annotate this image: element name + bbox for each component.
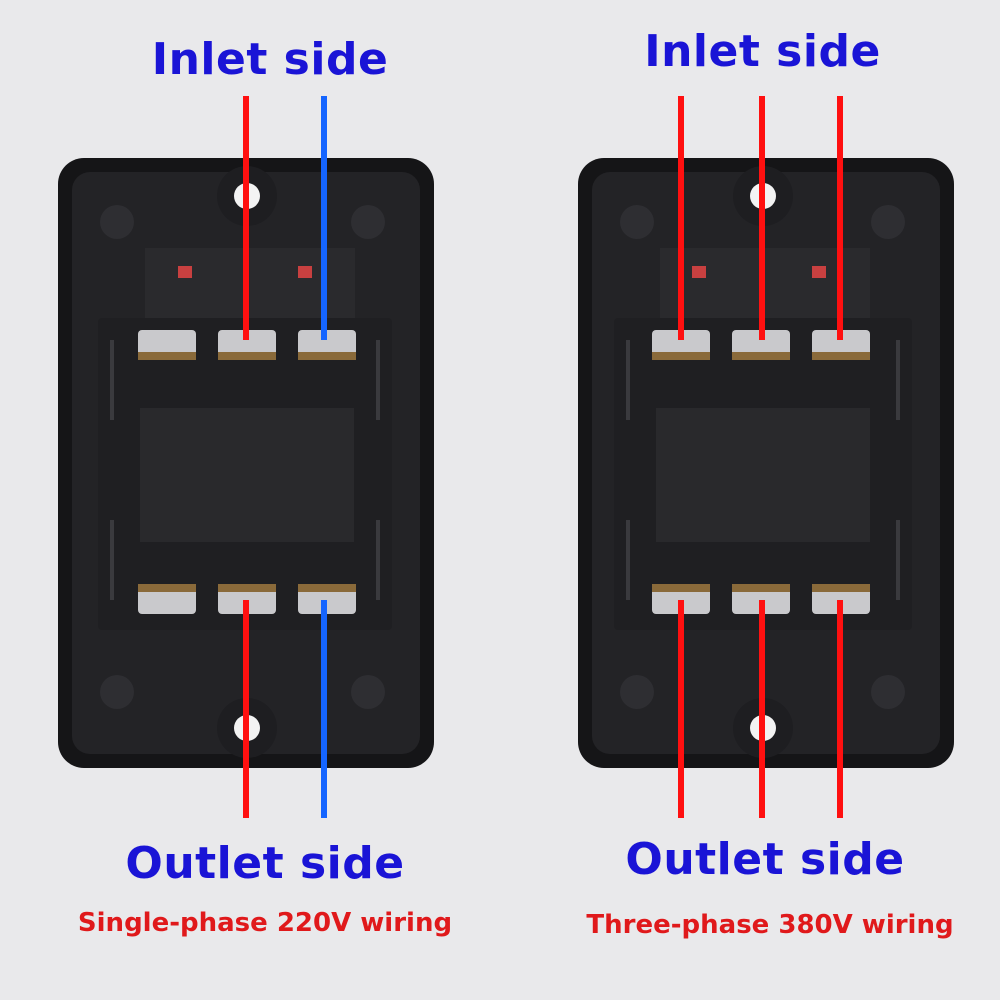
top-terminal-screws <box>652 330 870 360</box>
label-plate <box>140 408 354 542</box>
corner-dimple <box>871 675 905 709</box>
corner-dimple <box>871 205 905 239</box>
indicator-window <box>692 266 706 278</box>
switch-photo-single-phase <box>58 96 434 818</box>
corner-dimple <box>100 205 134 239</box>
corner-dimple <box>351 205 385 239</box>
corner-dimple <box>620 205 654 239</box>
indicator-window <box>178 266 192 278</box>
wiring-caption: Three-phase 380V wiring <box>586 910 954 940</box>
three-phase-panel: Inlet side Outlet side Three-phase 380V … <box>500 0 1000 1000</box>
outlet-side-label: Outlet side <box>125 838 405 889</box>
switch-photo-three-phase <box>578 96 954 818</box>
wiring-caption: Single-phase 220V wiring <box>77 908 453 938</box>
inlet-side-label: Inlet side <box>644 26 881 77</box>
bottom-terminal-screws <box>652 584 870 614</box>
corner-dimple <box>351 675 385 709</box>
bottom-terminal-screws <box>138 584 356 614</box>
corner-dimple <box>100 675 134 709</box>
label-plate <box>656 408 870 542</box>
top-terminal-screws <box>138 330 356 360</box>
inlet-side-label: Inlet side <box>151 34 389 85</box>
outlet-side-label: Outlet side <box>625 834 905 885</box>
indicator-window <box>298 266 312 278</box>
upper-block <box>145 248 355 318</box>
corner-dimple <box>620 675 654 709</box>
indicator-window <box>812 266 826 278</box>
single-phase-panel: Inlet side Outlet side Single-phase 220V… <box>58 34 453 938</box>
